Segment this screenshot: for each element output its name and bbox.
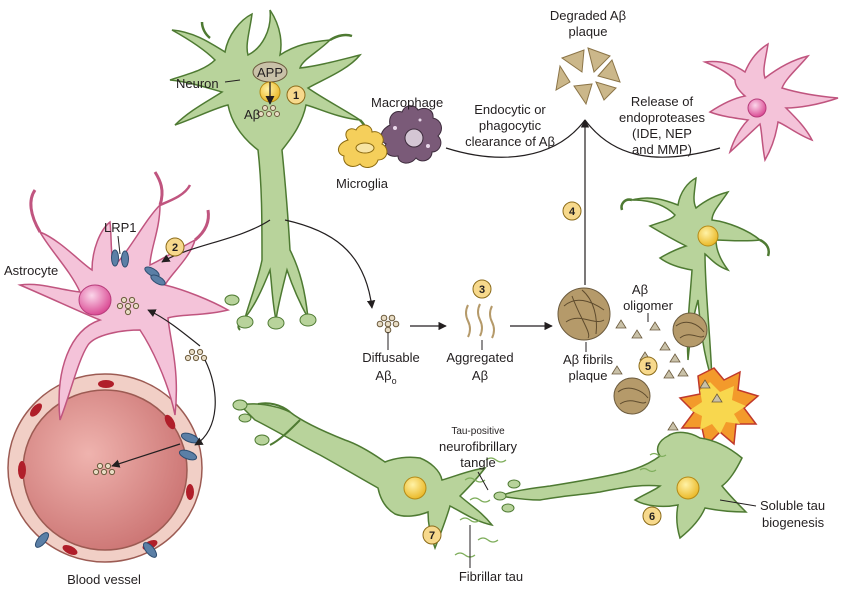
blood-vessel-label: Blood vessel xyxy=(67,572,141,587)
degraded-plaque-label-1: Degraded Aβ xyxy=(550,8,626,23)
svg-text:6: 6 xyxy=(649,511,655,523)
step-6: 6 xyxy=(642,506,662,526)
free-abeta-dots xyxy=(184,348,208,362)
release-label-1: Release of xyxy=(631,94,694,109)
step-4: 4 xyxy=(562,201,582,221)
red-blood-cell xyxy=(98,380,114,388)
svg-text:5: 5 xyxy=(645,361,651,373)
macrophage xyxy=(380,105,442,164)
red-blood-cell xyxy=(62,545,78,555)
lrp1-receptor xyxy=(111,249,119,267)
diffusable-label-1: Diffusable xyxy=(362,350,420,365)
astrocyte xyxy=(17,171,231,421)
neuron-bottom-left xyxy=(232,399,494,551)
soluble-tau-label-2: biogenesis xyxy=(762,515,825,530)
diffusable-abeta-dots xyxy=(376,314,400,334)
astrocyte-label: Astrocyte xyxy=(4,263,58,278)
glial-nucleus xyxy=(747,98,767,118)
step-7: 7 xyxy=(422,525,442,545)
red-blood-cell xyxy=(30,403,42,417)
svg-text:1: 1 xyxy=(293,90,299,102)
abeta-dots xyxy=(116,296,140,316)
abeta-dots xyxy=(258,105,280,117)
lrp1-receptor xyxy=(142,542,158,558)
svg-text:3: 3 xyxy=(479,284,485,296)
degraded-plaque xyxy=(555,47,621,106)
glial-cell-top-right xyxy=(702,42,839,163)
tangle-label-1: Tau-positive xyxy=(451,426,505,437)
step-5: 5 xyxy=(638,356,658,376)
blood-vessel xyxy=(7,373,203,563)
neuron-bottom-right xyxy=(493,431,748,540)
aggregated-abeta xyxy=(465,303,495,339)
neuron-nucleus xyxy=(697,225,719,247)
oligomer-label-2: oligomer xyxy=(623,298,674,313)
neuron-nucleus xyxy=(676,476,700,500)
leader-lines xyxy=(117,79,757,568)
aggregated-label-1: Aggregated xyxy=(446,350,513,365)
microglia-label: Microglia xyxy=(336,176,389,191)
release-label-4: and MMP) xyxy=(632,142,692,157)
svg-text:4: 4 xyxy=(569,206,576,218)
degraded-plaque-label-2: plaque xyxy=(568,24,607,39)
fibrils-label-2: plaque xyxy=(568,368,607,383)
neuron-nucleus xyxy=(403,476,427,500)
clearance-label-1: Endocytic or xyxy=(474,102,546,117)
clearance-label-3: clearance of Aβ xyxy=(465,134,555,149)
macrophage-label: Macrophage xyxy=(371,95,443,110)
svg-text:2: 2 xyxy=(172,242,178,254)
release-label-2: endoproteases xyxy=(619,110,706,125)
arrows xyxy=(111,119,721,468)
abeta-oligomers xyxy=(611,319,723,431)
step-1: 1 xyxy=(286,85,306,105)
abeta-label-neuron: Aβ xyxy=(244,107,260,122)
astrocyte-nucleus xyxy=(78,284,112,316)
abeta-fibril-plaque xyxy=(557,287,611,341)
fibrillar-tau-label: Fibrillar tau xyxy=(459,569,523,584)
tangle-label-3: tangle xyxy=(460,455,495,470)
red-blood-cell xyxy=(186,484,194,500)
soluble-tau-label-1: Soluble tau xyxy=(760,498,825,513)
app-label: APP xyxy=(257,65,283,80)
step-2: 2 xyxy=(165,237,185,257)
neuron-top: APP Aβ xyxy=(169,9,368,331)
lrp1-receptor xyxy=(121,250,129,268)
tangle-label-2: neurofibrillary xyxy=(439,439,518,454)
svg-text:7: 7 xyxy=(429,530,435,542)
red-blood-cell xyxy=(164,414,176,430)
neuron-right xyxy=(620,176,770,381)
lrp1-receptor xyxy=(34,532,50,548)
lrp1-receptor xyxy=(178,449,198,461)
red-blood-cell xyxy=(18,461,26,479)
oligomer-label-1: Aβ xyxy=(632,282,648,297)
step-3: 3 xyxy=(472,279,492,299)
aggregated-label-2: Aβ xyxy=(472,368,488,383)
clearance-label-2: phagocytic xyxy=(479,118,542,133)
abeta-plaque-small xyxy=(613,312,708,415)
toxicity-burst xyxy=(678,367,760,448)
lrp1-receptor xyxy=(150,274,166,286)
diffusable-label-2: Aβo xyxy=(375,368,396,386)
microglia xyxy=(338,124,388,168)
neuron-label: Neuron xyxy=(176,76,219,91)
lrp1-label: LRP1 xyxy=(104,220,137,235)
release-label-3: (IDE, NEP xyxy=(632,126,692,141)
abeta-dots xyxy=(92,462,116,476)
fibrillar-tau xyxy=(454,452,667,558)
fibrils-label-1: Aβ fibrils xyxy=(563,352,614,367)
